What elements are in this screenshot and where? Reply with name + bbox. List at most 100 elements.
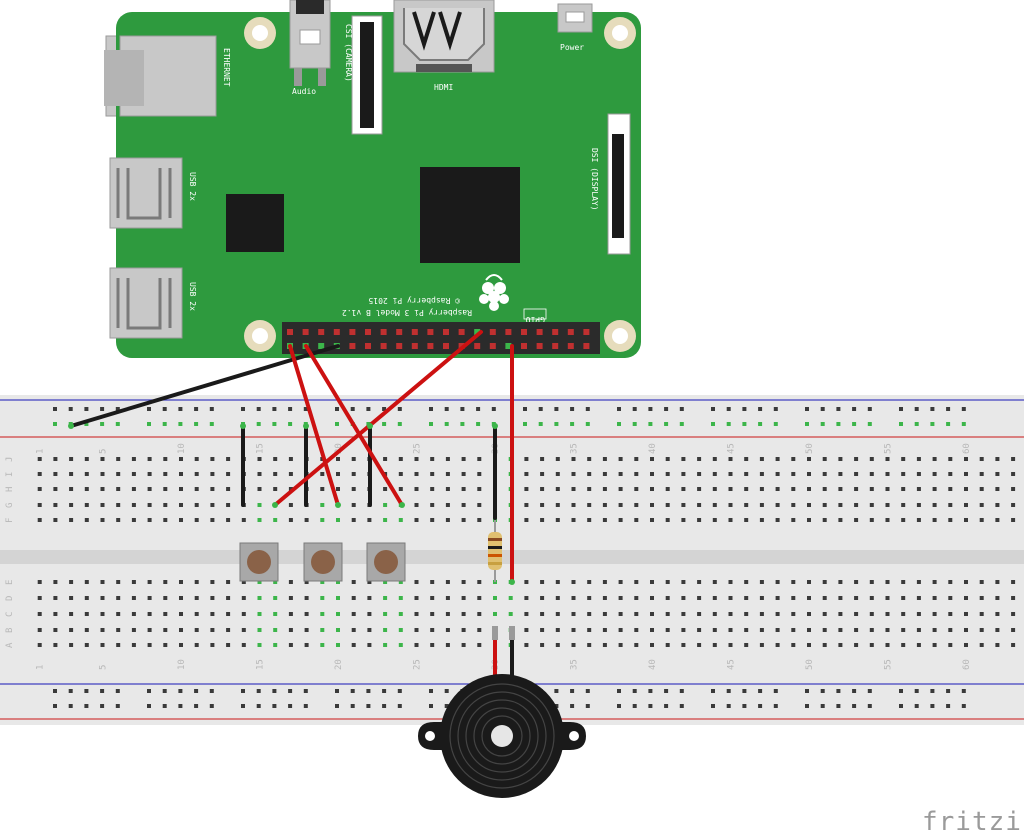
breadboard-hole bbox=[697, 643, 702, 647]
breadboard-hole bbox=[632, 689, 637, 693]
column-numbers-bottom: 151015202530354045505560 bbox=[36, 659, 972, 670]
breadboard-hole bbox=[53, 580, 58, 584]
breadboard-hole bbox=[759, 457, 764, 461]
breadboard-hole bbox=[194, 612, 199, 616]
row-letter: B bbox=[5, 628, 15, 633]
breadboard-hole bbox=[256, 422, 261, 426]
breadboard-hole bbox=[226, 628, 231, 632]
breadboard-hole bbox=[179, 596, 183, 600]
breadboard-hole bbox=[445, 457, 450, 461]
breadboard-hole bbox=[367, 596, 372, 600]
breadboard-hole bbox=[634, 643, 639, 647]
breadboard-hole bbox=[571, 612, 576, 616]
breadboard-hole bbox=[445, 472, 450, 476]
breadboard-hole bbox=[759, 628, 764, 632]
breadboard-hole bbox=[728, 612, 733, 616]
breadboard-hole bbox=[995, 487, 1000, 491]
pcb bbox=[116, 12, 641, 358]
breadboard-hole bbox=[69, 580, 74, 584]
breadboard-hole bbox=[901, 643, 906, 647]
breadboard-hole bbox=[1011, 487, 1016, 491]
breadboard-hole bbox=[429, 422, 433, 426]
breadboard-hole bbox=[398, 472, 403, 476]
breadboard-hole bbox=[194, 472, 199, 476]
push-button-3[interactable] bbox=[366, 542, 406, 582]
breadboard-hole bbox=[587, 628, 592, 632]
breadboard-hole bbox=[554, 704, 559, 708]
breadboard-hole bbox=[524, 596, 529, 600]
breadboard-hole bbox=[791, 487, 796, 491]
breadboard-hole bbox=[979, 628, 984, 632]
column-number: 5 bbox=[99, 449, 109, 454]
breadboard-hole bbox=[758, 704, 763, 708]
breadboard-hole bbox=[461, 457, 466, 461]
breadboard-hole bbox=[555, 628, 560, 632]
breadboard-hole bbox=[445, 580, 450, 584]
breadboard-hole bbox=[555, 487, 560, 491]
breadboard-hole bbox=[681, 580, 686, 584]
breadboard-hole bbox=[820, 704, 825, 708]
breadboard-hole bbox=[430, 596, 435, 600]
breadboard-hole bbox=[885, 596, 890, 600]
breadboard-hole bbox=[116, 628, 121, 632]
breadboard-hole bbox=[241, 689, 245, 693]
breadboard-hole bbox=[84, 487, 89, 491]
gpio-pin bbox=[567, 343, 574, 349]
csi-label: CSI (CAMERA) bbox=[344, 24, 353, 82]
breadboard-hole bbox=[711, 689, 715, 693]
column-number: 35 bbox=[570, 443, 580, 454]
breadboard-hole bbox=[946, 704, 951, 708]
breadboard-hole bbox=[210, 612, 215, 616]
breadboard-hole bbox=[822, 580, 827, 584]
breadboard-hole bbox=[147, 407, 151, 411]
breadboard-hole bbox=[585, 689, 590, 693]
breadboard-hole bbox=[398, 628, 403, 632]
gpio-pin bbox=[349, 343, 356, 349]
push-button-2[interactable] bbox=[303, 542, 343, 582]
breadboard-hole bbox=[304, 612, 309, 616]
audio-jack bbox=[289, 0, 331, 86]
breadboard-hole bbox=[288, 422, 293, 426]
breadboard-hole bbox=[414, 643, 419, 647]
breadboard-hole bbox=[210, 518, 215, 522]
breadboard-hole bbox=[383, 503, 388, 507]
row-letter: D bbox=[5, 596, 15, 601]
breadboard-hole bbox=[179, 612, 183, 616]
breadboard-hole bbox=[697, 518, 702, 522]
breadboard-hole bbox=[744, 487, 749, 491]
breadboard-hole bbox=[822, 487, 827, 491]
breadboard-hole bbox=[726, 407, 731, 411]
breadboard-hole bbox=[68, 689, 73, 693]
breadboard-hole bbox=[194, 518, 199, 522]
breadboard-hole bbox=[681, 457, 686, 461]
breadboard-hole bbox=[257, 518, 262, 522]
breadboard-hole bbox=[382, 422, 387, 426]
breadboard-hole bbox=[585, 422, 590, 426]
breadboard-hole bbox=[273, 596, 278, 600]
breadboard-hole bbox=[351, 628, 356, 632]
gpio-pin bbox=[396, 343, 403, 349]
row-letter: J bbox=[5, 457, 15, 462]
breadboard-hole bbox=[854, 472, 859, 476]
breadboard-hole bbox=[523, 422, 527, 426]
breadboard-hole bbox=[116, 487, 121, 491]
breadboard-hole bbox=[461, 580, 466, 584]
push-button-1[interactable] bbox=[239, 542, 279, 582]
breadboard-hole bbox=[430, 518, 435, 522]
breadboard-hole bbox=[540, 457, 545, 461]
breadboard-hole bbox=[37, 503, 42, 507]
breadboard-hole bbox=[602, 596, 607, 600]
breadboard-hole bbox=[383, 457, 388, 461]
breadboard-hole bbox=[524, 487, 529, 491]
breadboard-hole bbox=[775, 518, 780, 522]
breadboard-hole bbox=[948, 457, 953, 461]
usb-label-top: USB 2x bbox=[188, 172, 197, 201]
breadboard-hole bbox=[273, 487, 278, 491]
breadboard-hole bbox=[116, 503, 121, 507]
breadboard-hole bbox=[899, 704, 903, 708]
breadboard-hole bbox=[979, 580, 984, 584]
row-letter: H bbox=[5, 487, 15, 492]
breadboard-hole bbox=[773, 704, 778, 708]
breadboard-hole bbox=[147, 704, 151, 708]
breadboard-hole bbox=[775, 628, 780, 632]
